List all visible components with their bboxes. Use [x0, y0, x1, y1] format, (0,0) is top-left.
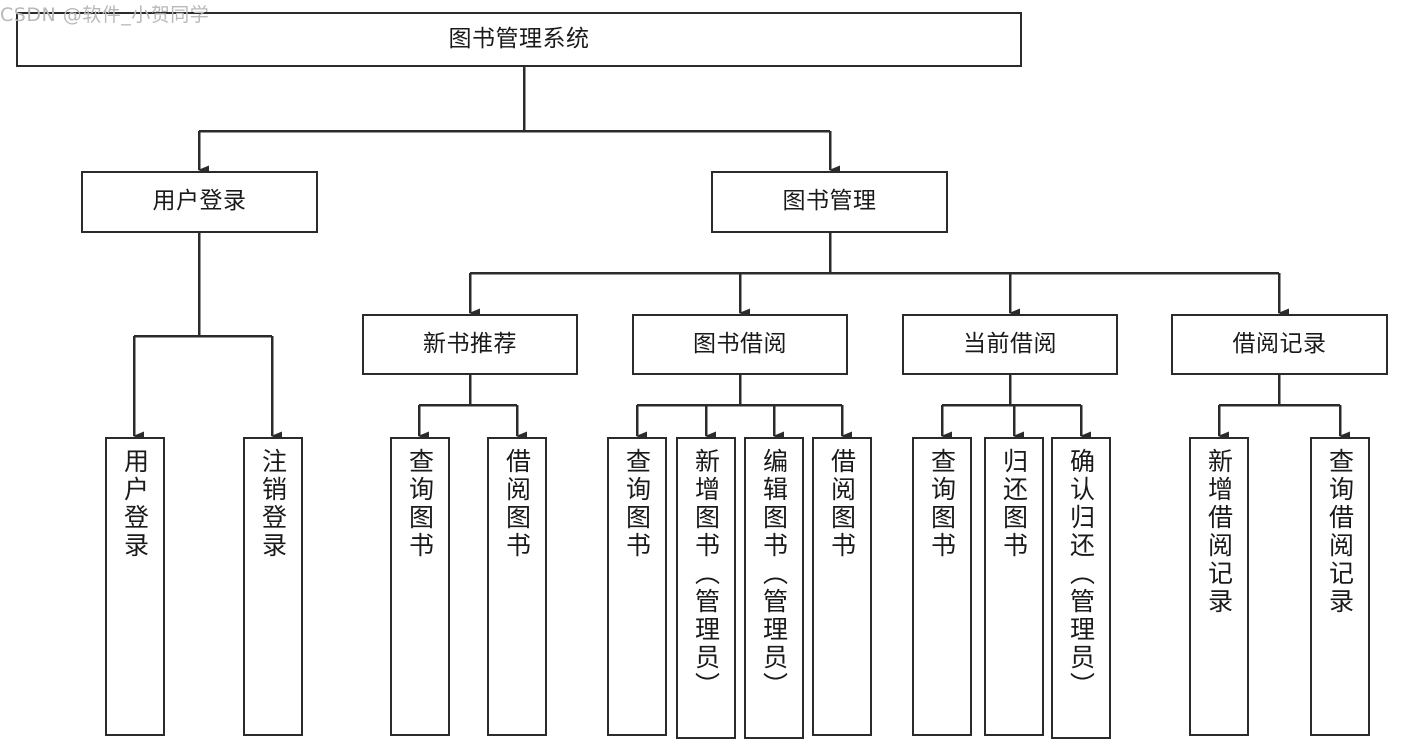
node-label-leaf-user-logout: 注销登录 — [258, 448, 288, 560]
node-label-leaf-bw-edit: 编辑图书（管理员） — [759, 448, 789, 700]
node-records[interactable]: 借阅记录 — [1171, 314, 1388, 375]
node-label-leaf-bw-query: 查询图书 — [622, 448, 652, 560]
node-leaf-bw-add[interactable]: 新增图书（管理员） — [676, 437, 736, 739]
node-leaf-rec-add[interactable]: 新增借阅记录 — [1189, 437, 1249, 736]
node-leaf-cur-confirm[interactable]: 确认归还（管理员） — [1051, 437, 1111, 739]
node-label-leaf-cur-return: 归还图书 — [999, 448, 1029, 560]
node-label-leaf-nb-borrow: 借阅图书 — [502, 448, 532, 560]
node-leaf-cur-query[interactable]: 查询图书 — [912, 437, 972, 736]
node-label-newbook: 新书推荐 — [423, 330, 517, 357]
node-label-leaf-bw-borrow: 借阅图书 — [827, 448, 857, 560]
node-label-login: 用户登录 — [152, 188, 247, 215]
node-bookmgmt[interactable]: 图书管理 — [711, 171, 948, 233]
node-label-leaf-cur-confirm: 确认归还（管理员） — [1066, 448, 1096, 700]
node-leaf-bw-edit[interactable]: 编辑图书（管理员） — [744, 437, 804, 739]
node-label-borrow: 图书借阅 — [693, 330, 787, 357]
node-leaf-bw-borrow[interactable]: 借阅图书 — [812, 437, 872, 736]
node-label-leaf-rec-query: 查询借阅记录 — [1325, 448, 1355, 616]
node-leaf-user-logout[interactable]: 注销登录 — [243, 437, 303, 736]
node-newbook[interactable]: 新书推荐 — [362, 314, 578, 375]
node-label-leaf-nb-query: 查询图书 — [405, 448, 435, 560]
node-label-leaf-cur-query: 查询图书 — [927, 448, 957, 560]
node-leaf-rec-query[interactable]: 查询借阅记录 — [1310, 437, 1370, 736]
csdn-watermark: CSDN @软件_小贺同学 — [0, 4, 210, 26]
node-root[interactable]: 图书管理系统 — [16, 12, 1022, 67]
node-label-root: 图书管理系统 — [448, 25, 590, 52]
node-label-records: 借阅记录 — [1232, 330, 1327, 357]
node-label-leaf-bw-add: 新增图书（管理员） — [691, 448, 721, 700]
node-leaf-bw-query[interactable]: 查询图书 — [607, 437, 667, 736]
node-leaf-user-login[interactable]: 用户登录 — [105, 437, 165, 736]
node-login[interactable]: 用户登录 — [81, 171, 318, 233]
node-borrow[interactable]: 图书借阅 — [632, 314, 848, 375]
node-label-leaf-user-login: 用户登录 — [120, 448, 150, 560]
node-leaf-nb-borrow[interactable]: 借阅图书 — [487, 437, 547, 736]
node-leaf-cur-return[interactable]: 归还图书 — [984, 437, 1044, 736]
node-label-current: 当前借阅 — [963, 330, 1057, 357]
node-leaf-nb-query[interactable]: 查询图书 — [390, 437, 450, 736]
node-label-bookmgmt: 图书管理 — [782, 188, 877, 215]
node-current[interactable]: 当前借阅 — [902, 314, 1118, 375]
node-label-leaf-rec-add: 新增借阅记录 — [1204, 448, 1234, 616]
